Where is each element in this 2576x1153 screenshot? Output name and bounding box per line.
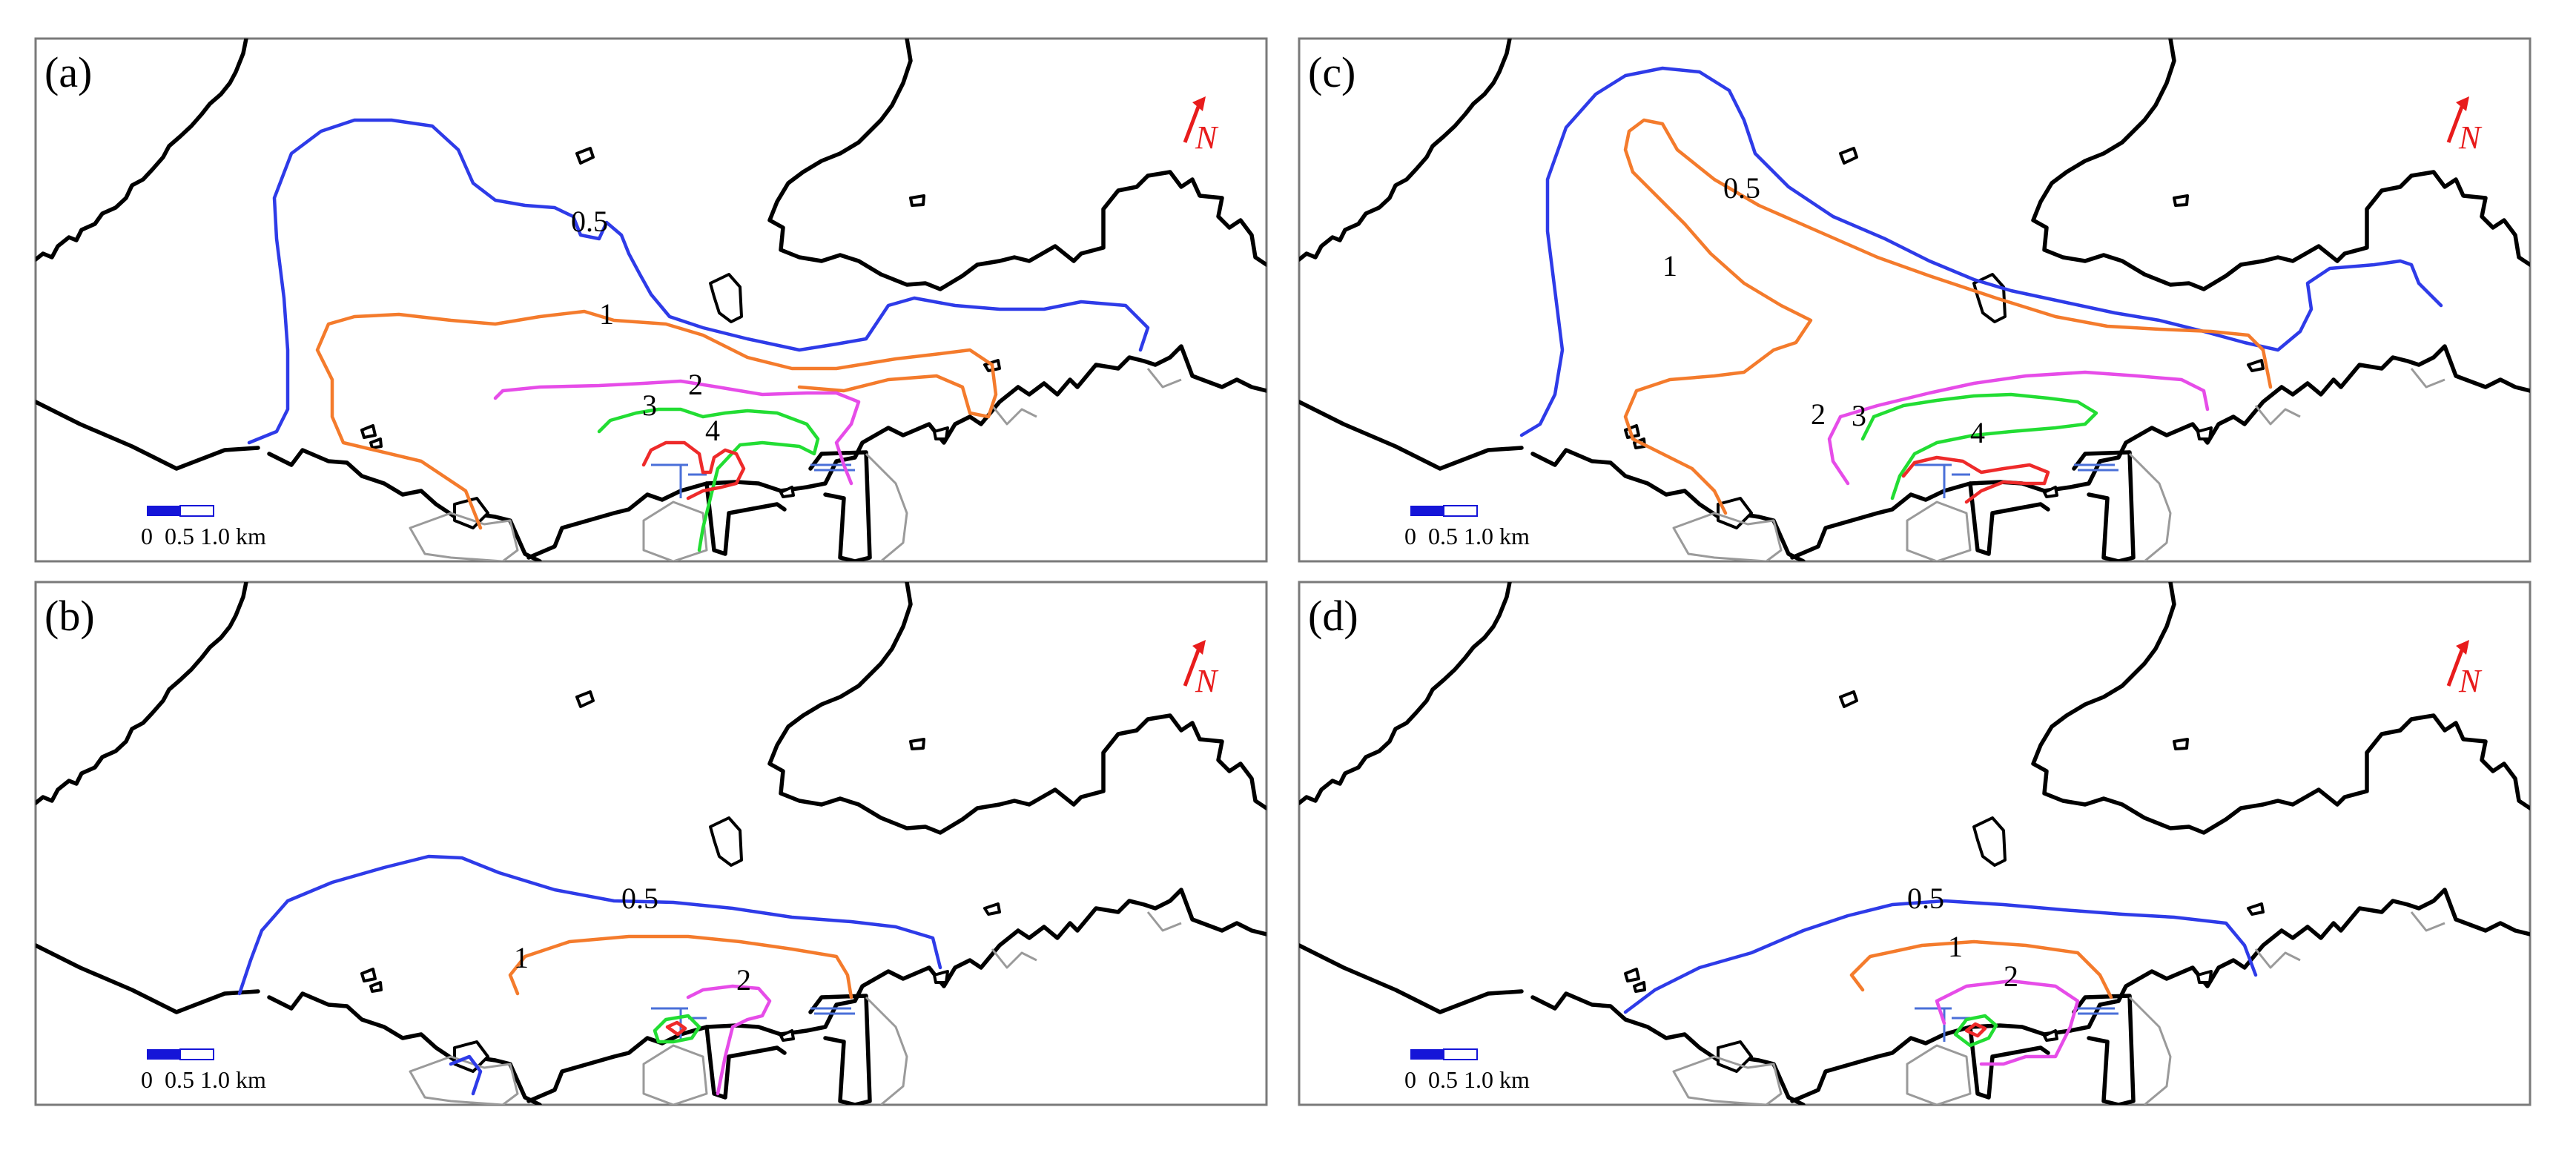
contour-label-4: 4 xyxy=(705,414,720,447)
contour-0.5-south xyxy=(449,1054,483,1096)
scale-bar-icon: 0 0.5 1.0 km xyxy=(141,505,266,549)
contours xyxy=(237,854,942,1096)
contour-0.5 xyxy=(247,118,1150,445)
panel-frame xyxy=(1298,37,2532,563)
contour-3 xyxy=(597,407,820,552)
north-arrow-icon: N xyxy=(2446,96,2483,156)
panel-b: 0.5 1 2 (b) N 0 0.5 1.0 km xyxy=(34,581,1268,1106)
panel-label: (c) xyxy=(1308,48,1355,96)
panel-label: (a) xyxy=(44,48,92,96)
contour-0.5 xyxy=(1623,899,2258,1014)
contour-label-1: 1 xyxy=(514,941,529,974)
contour-1 xyxy=(315,309,998,530)
contour-label-2: 2 xyxy=(2004,959,2018,993)
panel-label: (b) xyxy=(44,592,95,640)
contour-label-2: 2 xyxy=(736,963,751,997)
contour-0.5 xyxy=(237,854,942,996)
contour-labels: 0.5 1 2 xyxy=(514,882,751,997)
contour-4 xyxy=(1964,1022,1987,1038)
contour-4 xyxy=(1901,455,2050,504)
panel-c: 0.5 1 2 3 4 (c) N 0 0.5 1.0 km xyxy=(1298,37,2532,563)
contour-2 xyxy=(686,984,772,1096)
scale-bar-label: 0 0.5 1.0 km xyxy=(141,523,266,549)
panel-frame xyxy=(1298,581,2532,1106)
north-arrow-icon: N xyxy=(1183,96,1219,156)
scale-bar-icon: 0 0.5 1.0 km xyxy=(1404,1048,1530,1093)
contour-label-2: 2 xyxy=(688,368,703,401)
north-arrow-icon: N xyxy=(1183,640,1219,699)
north-arrow-icon: N xyxy=(2446,640,2483,699)
contour-4 xyxy=(641,440,746,500)
contour-labels: 0.5 1 2 xyxy=(1907,882,2018,993)
contour-label-3: 3 xyxy=(1852,399,1866,432)
scale-bar-icon: 0 0.5 1.0 km xyxy=(1404,505,1530,549)
north-label: N xyxy=(2458,119,2483,156)
scale-bar-icon: 0 0.5 1.0 km xyxy=(141,1048,266,1093)
panel-frame xyxy=(34,581,1268,1106)
contour-label-2: 2 xyxy=(1811,397,1826,431)
contour-label-1: 1 xyxy=(1662,249,1677,283)
contour-labels: 0.5 1 2 3 4 xyxy=(571,205,720,447)
panel-d: 0.5 1 2 (d) N 0 0.5 1.0 km xyxy=(1298,581,2532,1106)
contour-1 xyxy=(1623,118,2273,515)
contour-label-0.5: 0.5 xyxy=(1907,882,1944,915)
contour-1 xyxy=(508,934,853,1000)
panel-frame xyxy=(34,37,1268,563)
contour-2 xyxy=(1827,370,2210,486)
contour-2 xyxy=(1935,979,2080,1066)
contour-4 xyxy=(665,1020,687,1037)
contour-3 xyxy=(1860,392,2098,500)
contour-2 xyxy=(493,379,861,486)
north-label: N xyxy=(1195,663,1219,699)
contour-3 xyxy=(1953,1014,1998,1048)
contours xyxy=(1623,899,2258,1066)
contour-label-4: 4 xyxy=(1970,416,1985,449)
contour-label-3: 3 xyxy=(642,389,657,422)
contour-label-1: 1 xyxy=(599,297,614,331)
scale-bar-label: 0 0.5 1.0 km xyxy=(141,1066,266,1093)
contour-0.5 xyxy=(1519,66,2443,437)
panel-a: 0.5 1 2 3 4 (a) N 0 0.5 1.0 km xyxy=(34,37,1268,563)
contour-labels: 0.5 1 2 3 4 xyxy=(1662,171,1985,449)
contour-1 xyxy=(1849,939,2113,1000)
north-label: N xyxy=(1195,119,1219,156)
panel-label: (d) xyxy=(1308,592,1358,640)
contours xyxy=(1519,66,2443,515)
contour-label-1: 1 xyxy=(1948,930,1963,963)
contour-label-0.5: 0.5 xyxy=(1723,171,1760,205)
contours xyxy=(247,118,1150,552)
scale-bar-label: 0 0.5 1.0 km xyxy=(1404,1066,1530,1093)
contour-3 xyxy=(653,1014,701,1044)
contour-label-0.5: 0.5 xyxy=(571,205,608,238)
contour-label-0.5: 0.5 xyxy=(621,882,658,915)
north-label: N xyxy=(2458,663,2483,699)
scale-bar-label: 0 0.5 1.0 km xyxy=(1404,523,1530,549)
